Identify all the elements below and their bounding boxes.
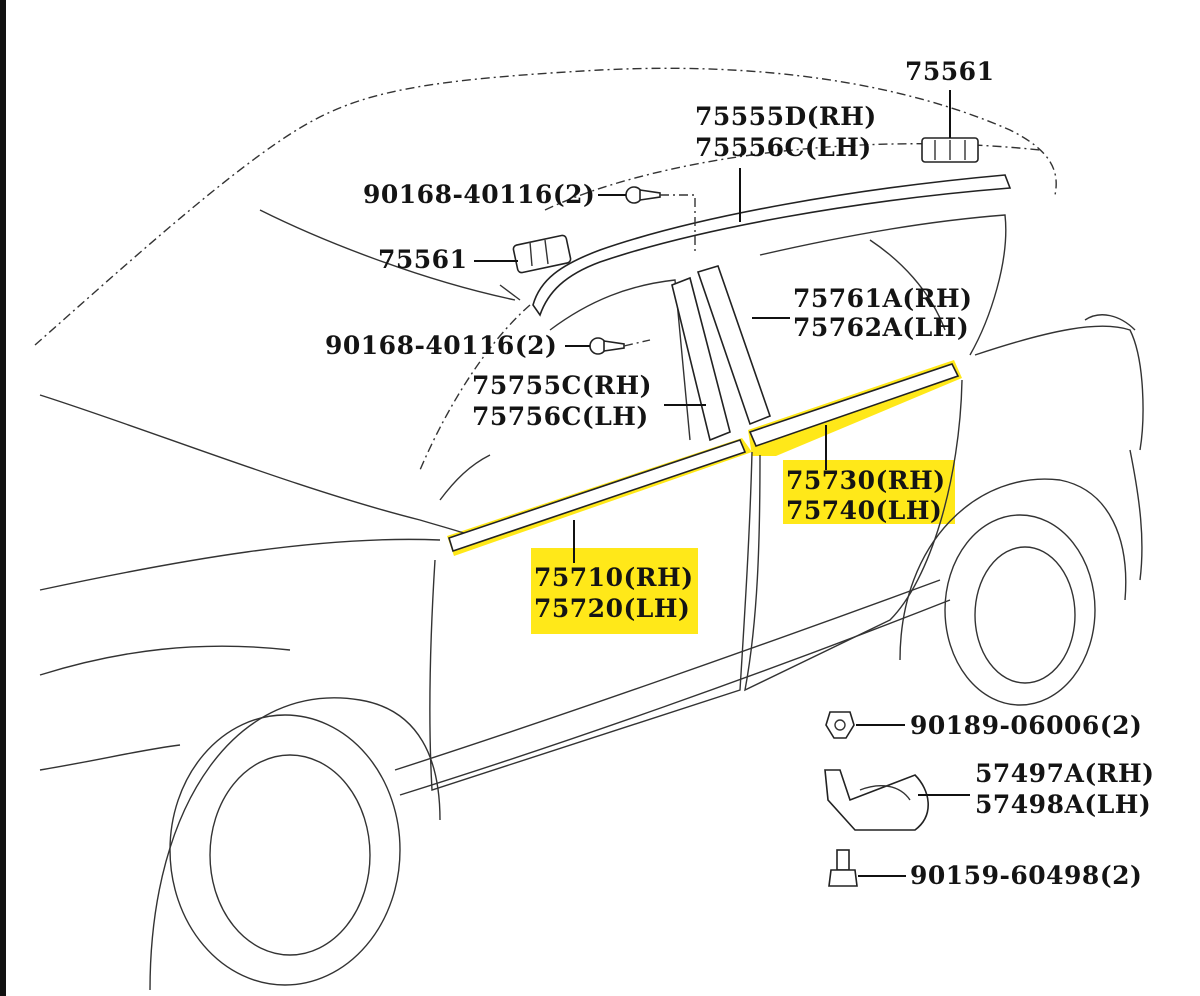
rear-wheel-inner: [974, 546, 1076, 684]
quarter-glass: [869, 239, 946, 331]
front-belt-molding: [448, 439, 747, 553]
rear-wheel: [944, 514, 1096, 706]
rear-tail-lamp: [1084, 314, 1136, 331]
hood-crease: [39, 538, 441, 591]
front-wheel-inner: [209, 754, 371, 956]
nut-90189: [825, 711, 855, 739]
label-clip-left: 75561: [378, 245, 467, 274]
label-75710-highlight: [531, 548, 698, 634]
label-bolt: 90159-60498(2): [910, 861, 1142, 890]
label-belt-rear-rh: 75730(RH): [786, 466, 946, 495]
front-door-outline: [429, 451, 753, 791]
label-pillar-front-lh: 75756C(LH): [472, 402, 649, 431]
label-belt-rear-lh: 75740(LH): [786, 496, 942, 525]
clip-left: [512, 234, 572, 274]
label-screw-lower: 90168-40116(2): [325, 331, 557, 360]
label-nut: 90189-06006(2): [910, 711, 1142, 740]
label-bracket-lh: 57498A(LH): [975, 790, 1151, 819]
rear-window-frame: [759, 214, 1007, 356]
part-labels: 75561 75555D(RH) 75556C(LH) 90168-40116(…: [325, 57, 1154, 890]
label-bracket-rh: 57497A(RH): [975, 759, 1154, 788]
hood-outline: [39, 394, 471, 536]
bolt-90159: [828, 849, 858, 887]
parts: [448, 137, 1012, 887]
rocker-panel: [394, 579, 941, 771]
label-pillar-front-rh: 75755C(RH): [472, 371, 652, 400]
front-bumper-lower: [39, 744, 181, 771]
roof-drip-molding: [532, 174, 1012, 317]
screw-lower: [589, 337, 625, 355]
rear-door-outline: [744, 379, 963, 692]
label-belt-front-rh: 75710(RH): [534, 563, 694, 592]
rear-belt-molding: [748, 363, 960, 447]
a-pillar-line: [419, 304, 531, 471]
rear-quarter: [974, 325, 1144, 451]
front-window-frame: [549, 279, 691, 441]
leader-clip-left-to-body: [499, 284, 521, 301]
front-door-front-edge: [439, 454, 491, 501]
screw-upper: [625, 186, 661, 204]
leader-lines: [474, 90, 970, 877]
front-pillar-garnish: [671, 276, 731, 442]
vehicle-outline: [34, 67, 1144, 991]
rocker-panel-lower: [399, 599, 951, 796]
clip-top-right: [921, 137, 979, 163]
label-pillar-rear-rh: 75761A(RH): [793, 284, 972, 313]
rear-bumper: [1129, 449, 1143, 581]
label-screw-upper: 90168-40116(2): [363, 180, 595, 209]
front-wheel-arch: [149, 697, 441, 991]
label-clip-top-right: 75561: [905, 57, 994, 86]
label-belt-front-lh: 75720(LH): [534, 594, 690, 623]
rear-wheel-arch: [899, 478, 1127, 661]
left-frame-border: [0, 0, 6, 996]
label-roof-molding-rh: 75555D(RH): [695, 102, 877, 131]
label-75730-highlight: [783, 460, 955, 524]
roof-outline: [34, 67, 1057, 346]
rear-pillar-garnish: [696, 265, 772, 426]
leader-screw-lower-dash: [623, 339, 651, 347]
front-bumper: [39, 645, 291, 676]
bracket-57497: [824, 769, 929, 831]
front-wheel: [169, 714, 401, 986]
label-pillar-rear-lh: 75762A(LH): [793, 313, 969, 342]
windshield-line: [259, 209, 516, 301]
label-roof-molding-lh: 75556C(LH): [695, 133, 872, 162]
